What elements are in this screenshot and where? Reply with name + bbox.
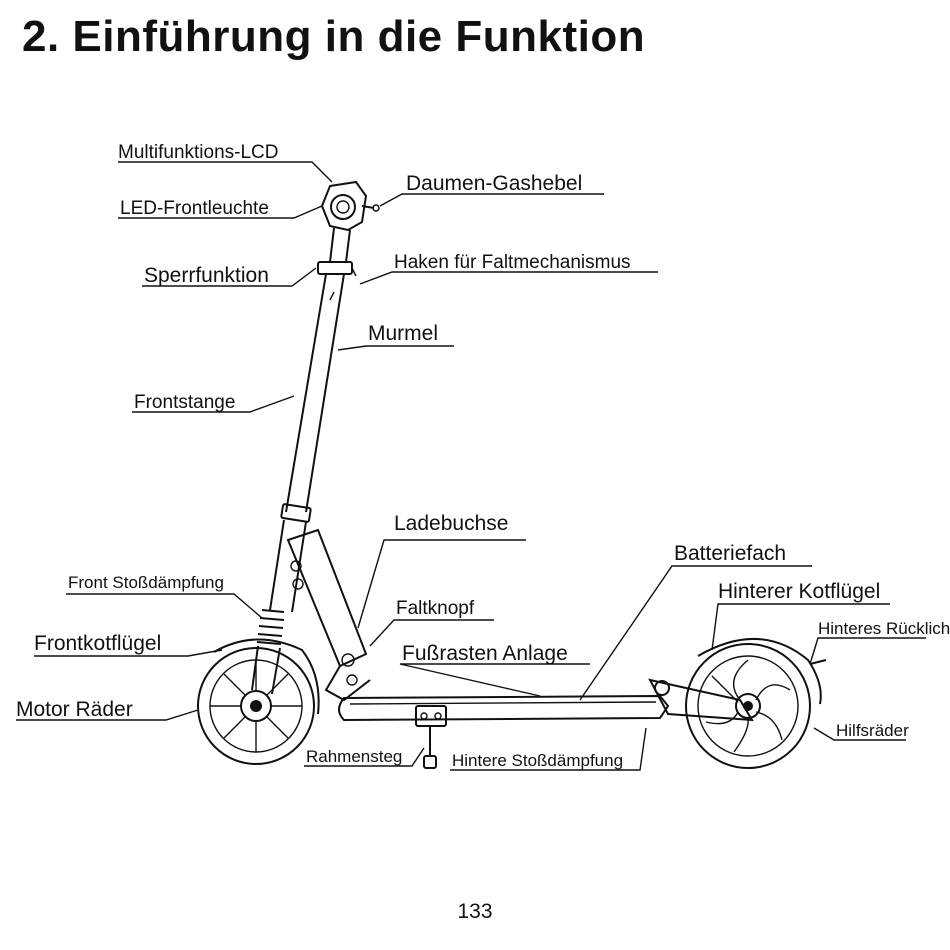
label-batteriefach: Batteriefach xyxy=(674,542,786,565)
label-daumen-gashebel: Daumen-Gashebel xyxy=(406,172,582,195)
label-hinterer-kotfluegel: Hinterer Kotflügel xyxy=(718,580,880,603)
rear-fender xyxy=(697,638,822,705)
label-hintere-stossdaempfung: Hintere Stoßdämpfung xyxy=(452,751,623,770)
label-fussrasten-anlage: Fußrasten Anlage xyxy=(402,642,568,665)
rear-wheel xyxy=(685,643,811,769)
stem xyxy=(269,227,357,613)
label-murmel: Murmel xyxy=(368,322,438,345)
label-front-stossdaempfung: Front Stoßdämpfung xyxy=(68,573,224,592)
label-motor-raeder: Motor Räder xyxy=(16,698,133,721)
label-led-frontleuchte: LED-Frontleuchte xyxy=(120,198,269,219)
label-ladebuchse: Ladebuchse xyxy=(394,512,508,535)
front-wheel xyxy=(197,647,315,765)
label-sperrfunktion: Sperrfunktion xyxy=(144,264,269,287)
label-faltknopf: Faltknopf xyxy=(396,598,475,619)
label-hilfsraeder: Hilfsräder xyxy=(836,721,909,740)
folding-bracket xyxy=(286,528,371,702)
label-frontstange: Frontstange xyxy=(134,392,235,413)
page-number: 133 xyxy=(457,900,493,923)
display-head xyxy=(320,180,380,232)
rear-arm xyxy=(648,678,754,722)
front-spring xyxy=(251,609,285,695)
labels: Multifunktions-LCD Daumen-Gashebel LED-F… xyxy=(16,142,950,770)
label-rahmensteg: Rahmensteg xyxy=(306,747,402,766)
label-haken-faltmechanismus: Haken für Faltmechanismus xyxy=(394,252,631,273)
scooter-illustration xyxy=(197,180,827,769)
front-fender xyxy=(213,638,320,715)
page-title: 2. Einführung in die Funktion xyxy=(22,12,646,61)
label-frontkotfluegel: Frontkotflügel xyxy=(34,632,161,655)
label-hinteres-ruecklicht: Hinteres Rücklicht xyxy=(818,619,950,638)
leader-lines xyxy=(16,161,926,771)
label-multifunktions-lcd: Multifunktions-LCD xyxy=(118,142,279,163)
